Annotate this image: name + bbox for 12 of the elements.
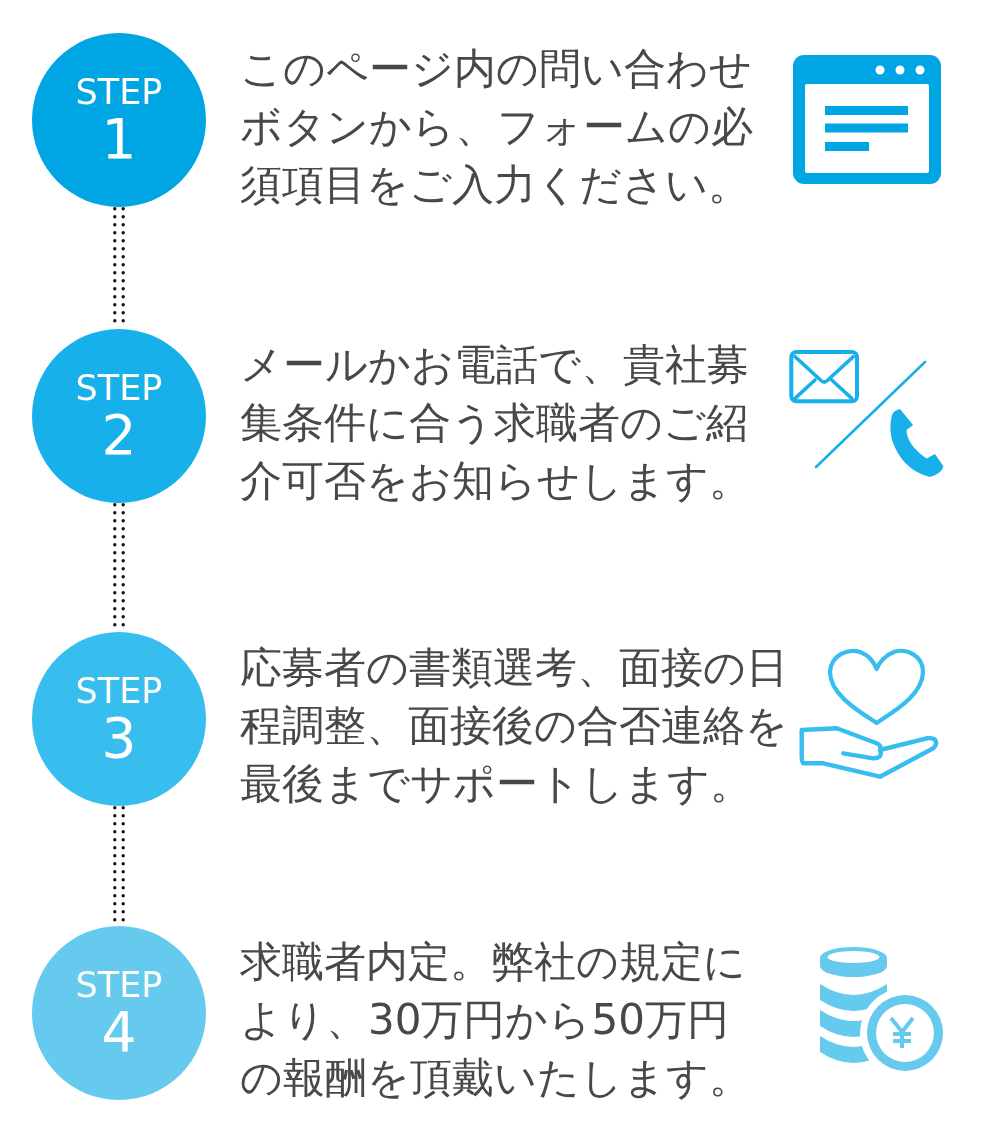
step-label: STEP <box>75 966 163 1004</box>
step-label: STEP <box>75 369 163 407</box>
step-number: 1 <box>101 111 137 167</box>
step-label: STEP <box>75 73 163 111</box>
step-number: 2 <box>101 407 137 463</box>
step-description: メールかお電話で、貴社募集条件に合う求職者のご紹介可否をお知らせします。 <box>240 339 752 507</box>
step-description: 求職者内定。弊社の規定により、30万円から50万円の報酬を頂戴いたします。 <box>240 936 752 1104</box>
step-label: STEP <box>75 672 163 710</box>
step-description: 応募者の書類選考、面接の日程調整、面接後の合否連絡を最後までサポートします。 <box>240 642 789 810</box>
step-description: このページ内の問い合わせボタンから、フォームの必須項目をご入力ください。 <box>240 43 754 211</box>
step-number: 4 <box>101 1004 137 1060</box>
step-number: 3 <box>101 710 137 766</box>
